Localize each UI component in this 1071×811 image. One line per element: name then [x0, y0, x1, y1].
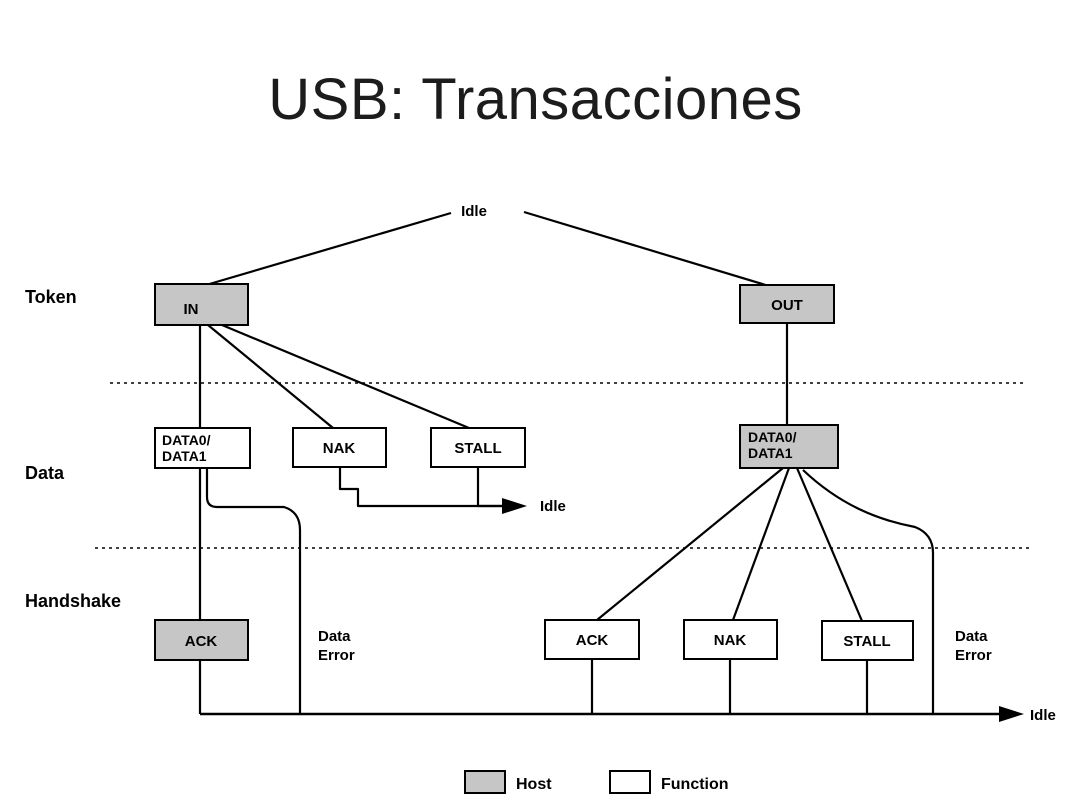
- row-label-token: Token: [25, 287, 77, 307]
- edge-data01-right-to-stall-right: [795, 467, 864, 622]
- edge-idle-to-in: [205, 211, 452, 287]
- node-data01-right-label-line1: DATA0/: [748, 429, 797, 445]
- node-in-label: IN: [184, 301, 199, 318]
- legend-host-label: Host: [516, 776, 552, 793]
- edge-in-to-nak-mid: [207, 324, 334, 429]
- legend-host-swatch: [464, 770, 506, 794]
- node-out-box: [739, 284, 835, 324]
- node-idle-mid-label: Idle: [540, 498, 566, 515]
- edge-data01-right-to-nak-right: [731, 467, 791, 621]
- row-label-data: Data: [25, 463, 65, 483]
- legend-function-label: Function: [661, 776, 729, 793]
- data-error-right-label-line2: Error: [955, 647, 992, 664]
- data-error-left-label-line2: Error: [318, 647, 355, 664]
- node-stall-mid-box: [430, 427, 526, 468]
- node-out-label: OUT: [771, 297, 803, 314]
- node-data01-left-label-line2: DATA1: [162, 448, 207, 464]
- node-data01-right-label-line2: DATA1: [748, 445, 793, 461]
- node-ack-left-box: [154, 619, 249, 661]
- edge-data01-left-data-error: [205, 468, 302, 714]
- node-nak-mid-box: [292, 427, 387, 468]
- edge-data01-right-data-error: [802, 469, 935, 714]
- node-ack-left-label: ACK: [185, 633, 218, 650]
- arrowhead-idle-bottom: [999, 706, 1024, 722]
- node-stall-mid-label: STALL: [454, 440, 501, 457]
- node-ack-right-label: ACK: [576, 632, 609, 649]
- slide-title: USB: Transacciones: [268, 67, 803, 132]
- node-stall-right-box: [821, 620, 914, 661]
- node-stall-right-label: STALL: [843, 633, 890, 650]
- arrowhead-idle-mid: [502, 498, 527, 514]
- node-nak-right-label: NAK: [714, 632, 747, 649]
- data-error-left-label-line1: Data: [318, 628, 351, 645]
- diagram-edges: [198, 210, 1001, 716]
- node-nak-right-box: [683, 619, 778, 660]
- data-error-right-label-line1: Data: [955, 628, 988, 645]
- edge-idle-to-out: [523, 210, 770, 288]
- node-data01-left-label-line1: DATA0/: [162, 432, 211, 448]
- node-idle-bottom-label: Idle: [1030, 707, 1056, 724]
- node-nak-mid-label: NAK: [323, 440, 356, 457]
- edge-nak-mid-to-idle: [338, 467, 502, 508]
- node-data01-right-box: [739, 424, 839, 469]
- legend-function-swatch: [609, 770, 651, 794]
- edge-data01-right-to-ack-right: [596, 467, 784, 621]
- edge-in-to-stall-mid: [221, 323, 470, 430]
- node-in-box: [154, 283, 249, 326]
- row-label-handshake: Handshake: [25, 591, 121, 611]
- edge-stall-mid-to-idle: [476, 467, 502, 508]
- node-data01-left-box: [154, 427, 251, 469]
- node-idle-top-label: Idle: [461, 203, 487, 220]
- node-ack-right-box: [544, 619, 640, 660]
